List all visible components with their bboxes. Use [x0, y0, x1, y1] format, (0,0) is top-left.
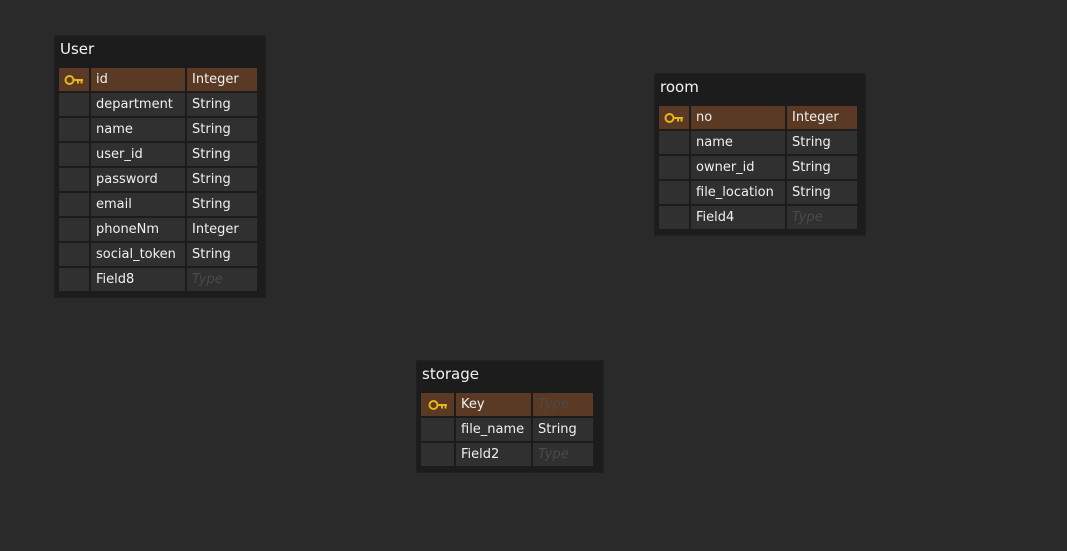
field-type[interactable]: String	[187, 118, 257, 141]
primary-key-cell[interactable]	[659, 106, 689, 129]
primary-key-row[interactable]: Key Type	[421, 393, 599, 416]
field-type[interactable]: Type	[533, 393, 593, 416]
type-placeholder: Type	[538, 397, 569, 412]
key-icon	[428, 399, 448, 411]
key-toggle-cell[interactable]	[659, 206, 689, 229]
field-type[interactable]: Type	[787, 206, 857, 229]
field-type[interactable]: Integer	[187, 68, 257, 91]
field-row[interactable]: Field8 Type	[59, 268, 261, 291]
field-type[interactable]: Type	[187, 268, 257, 291]
field-name[interactable]: password	[91, 168, 185, 191]
type-placeholder: Type	[538, 447, 569, 462]
field-row[interactable]: Field2 Type	[421, 443, 599, 466]
key-toggle-cell[interactable]	[59, 118, 89, 141]
key-toggle-cell[interactable]	[659, 181, 689, 204]
field-type[interactable]: String	[533, 418, 593, 441]
key-icon	[664, 112, 684, 124]
field-type[interactable]: Type	[533, 443, 593, 466]
field-name[interactable]: social_token	[91, 243, 185, 266]
key-icon	[64, 74, 84, 86]
key-toggle-cell[interactable]	[59, 268, 89, 291]
field-type[interactable]: String	[187, 168, 257, 191]
field-name[interactable]: Field2	[456, 443, 531, 466]
key-toggle-cell[interactable]	[59, 93, 89, 116]
key-toggle-cell[interactable]	[59, 193, 89, 216]
field-name[interactable]: Key	[456, 393, 531, 416]
field-type[interactable]: String	[787, 156, 857, 179]
field-name[interactable]: file_name	[456, 418, 531, 441]
key-toggle-cell[interactable]	[59, 168, 89, 191]
type-placeholder: Type	[792, 210, 823, 225]
field-type[interactable]: String	[787, 181, 857, 204]
field-name[interactable]: Field8	[91, 268, 185, 291]
key-toggle-cell[interactable]	[59, 143, 89, 166]
field-name[interactable]: file_location	[691, 181, 785, 204]
table-title[interactable]: storage	[422, 365, 479, 383]
field-name[interactable]: email	[91, 193, 185, 216]
type-placeholder: Type	[192, 272, 223, 287]
field-name[interactable]: Field4	[691, 206, 785, 229]
field-name[interactable]: no	[691, 106, 785, 129]
key-toggle-cell[interactable]	[659, 156, 689, 179]
primary-key-cell[interactable]	[421, 393, 454, 416]
field-type[interactable]: Integer	[187, 218, 257, 241]
field-row[interactable]: Field4 Type	[659, 206, 861, 229]
key-toggle-cell[interactable]	[421, 418, 454, 441]
field-name[interactable]: owner_id	[691, 156, 785, 179]
key-toggle-cell[interactable]	[659, 131, 689, 154]
field-name[interactable]: name	[691, 131, 785, 154]
field-name[interactable]: id	[91, 68, 185, 91]
field-type[interactable]: String	[187, 193, 257, 216]
table-title[interactable]: room	[660, 78, 699, 96]
field-type[interactable]: String	[187, 243, 257, 266]
field-type[interactable]: String	[787, 131, 857, 154]
field-name[interactable]: department	[91, 93, 185, 116]
field-type[interactable]: String	[187, 93, 257, 116]
key-toggle-cell[interactable]	[421, 443, 454, 466]
field-name[interactable]: user_id	[91, 143, 185, 166]
field-name[interactable]: name	[91, 118, 185, 141]
field-type[interactable]: Integer	[787, 106, 857, 129]
primary-key-cell[interactable]	[59, 68, 89, 91]
field-name[interactable]: phoneNm	[91, 218, 185, 241]
key-toggle-cell[interactable]	[59, 243, 89, 266]
key-toggle-cell[interactable]	[59, 218, 89, 241]
field-type[interactable]: String	[187, 143, 257, 166]
table-title[interactable]: User	[60, 40, 95, 58]
